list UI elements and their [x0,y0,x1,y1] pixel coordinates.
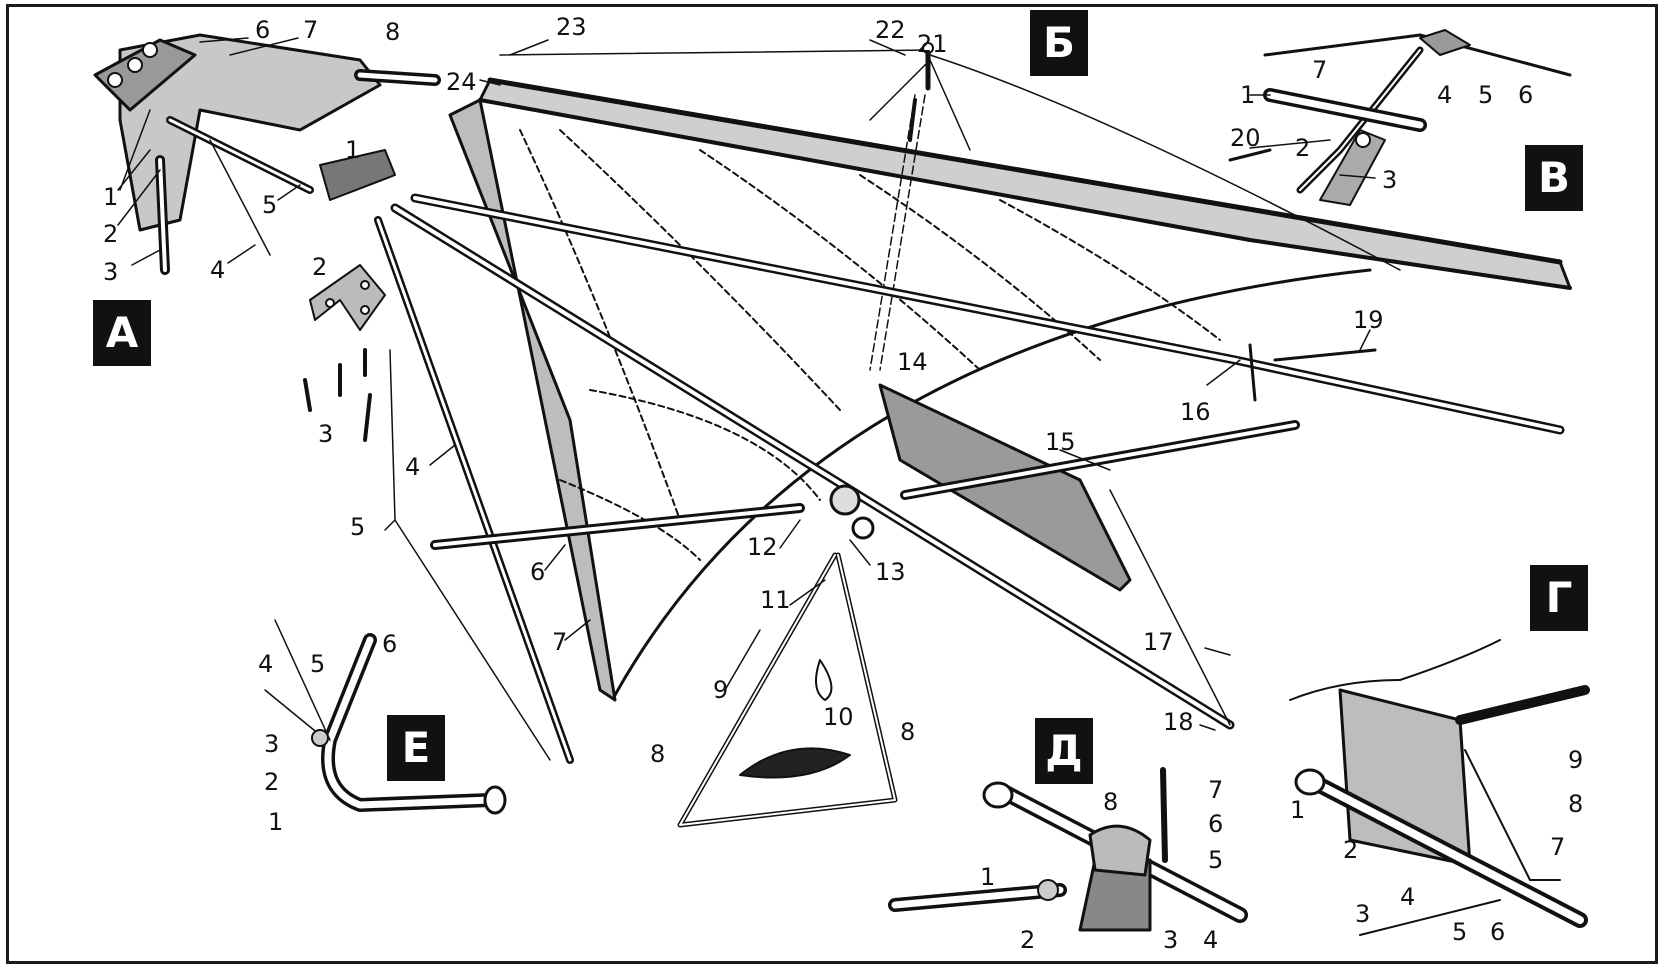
part-number: 7 [1208,776,1224,804]
panel-label-e: Е [387,715,445,781]
part-number: 15 [1045,428,1076,456]
part-number: 1 [980,863,996,891]
panel-label-g: Г [1530,565,1588,631]
part-number: 12 [747,533,778,561]
part-number: 2 [1020,926,1036,954]
part-number: 3 [1355,900,1371,928]
part-number: 10 [823,703,854,731]
detail-v-drawing [1228,29,1572,206]
part-number: 1 [268,808,284,836]
part-number: 5 [350,513,366,541]
part-number: 7 [1550,833,1566,861]
part-number: 2 [1343,836,1359,864]
part-number: 1 [1290,796,1306,824]
part-number: 6 [530,558,546,586]
part-number: 8 [900,718,916,746]
part-number: 3 [264,730,280,758]
part-number: 20 [1230,124,1261,152]
part-number: 3 [318,420,334,448]
detail-d-drawing [888,767,1248,932]
part-number: 3 [1163,926,1179,954]
part-number: 5 [310,650,326,678]
diagram-border [6,4,1658,964]
part-number: 4 [210,256,226,284]
frame-tubes [374,193,1565,764]
part-number: 16 [1180,398,1211,426]
panel-label-d: Д [1035,718,1093,784]
part-number: 9 [713,676,729,704]
part-number: 6 [1490,918,1506,946]
part-number: 21 [917,30,948,58]
leader-lines [117,37,1376,731]
part-number: 8 [650,740,666,768]
detail-e-drawing [264,619,507,815]
part-number: 13 [875,558,906,586]
detail-a-drawing [93,33,441,442]
part-number: 3 [1382,166,1398,194]
part-number: 6 [1208,810,1224,838]
panel-label-v: В [1525,145,1583,211]
part-number: 4 [1437,81,1453,109]
part-number: 24 [446,68,477,96]
part-number: 4 [1400,883,1416,911]
part-number: 2 [264,768,280,796]
part-number: 4 [258,650,274,678]
part-number: 9 [1568,746,1584,774]
wing-sail [448,42,1572,702]
part-number: 2 [103,220,119,248]
part-number: 5 [1478,81,1494,109]
part-number: 7 [1312,56,1328,84]
part-number: 6 [382,630,398,658]
part-number: 4 [1203,926,1219,954]
part-number: 17 [1143,628,1174,656]
part-number: 5 [1208,846,1224,874]
part-number: 1 [1240,81,1256,109]
part-number: 3 [103,258,119,286]
panel-label-b: Б [1030,10,1088,76]
part-number: 11 [760,586,791,614]
part-number: 6 [255,16,271,44]
control-triangle [677,552,898,828]
part-number: 2 [312,253,328,281]
part-number: 19 [1353,306,1384,334]
part-number: 7 [303,16,319,44]
part-number: 8 [1568,790,1584,818]
part-number: 7 [552,628,568,656]
part-number: 5 [1452,918,1468,946]
detail-g-drawing [1289,639,1590,936]
part-number: 23 [556,13,587,41]
panel-label-a: А [93,300,151,366]
part-number: 2 [1295,134,1311,162]
part-number: 6 [1518,81,1534,109]
part-number: 1 [345,136,361,164]
part-number: 18 [1163,708,1194,736]
part-number: 14 [897,348,928,376]
part-number: 8 [385,18,401,46]
part-number: 5 [262,191,278,219]
part-number: 8 [1103,788,1119,816]
part-number: 4 [405,453,421,481]
part-number: 22 [875,16,906,44]
part-number: 1 [103,183,119,211]
